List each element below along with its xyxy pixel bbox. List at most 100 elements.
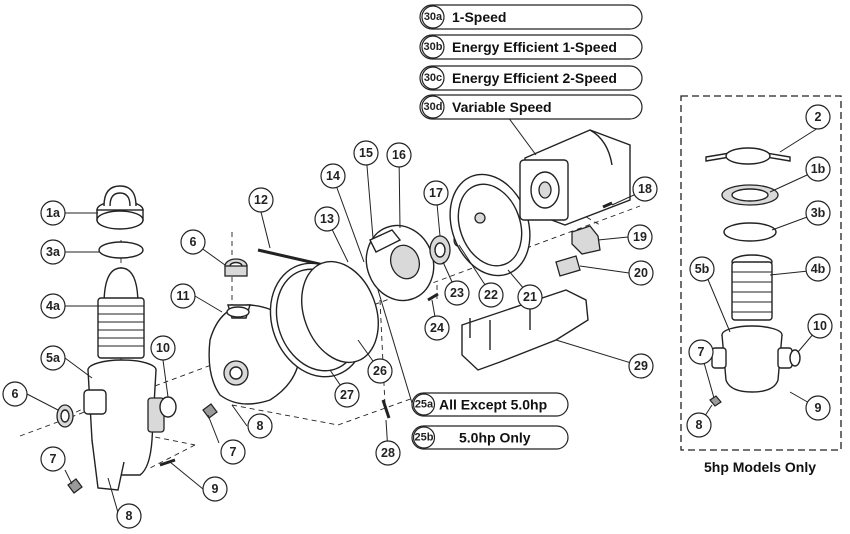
- callout-6-mid-text: 6: [190, 235, 197, 249]
- callout-4b: 4b: [805, 256, 831, 282]
- callout-1a: 1a: [40, 200, 66, 226]
- callout-27-text: 27: [340, 388, 354, 402]
- callout-4a-text: 4a: [46, 299, 61, 313]
- callout-26: 26: [367, 358, 393, 384]
- inset-5hp-models: 2 1b 3b 4b 5b 10 7 9 8 5hp Models Only: [680, 95, 842, 475]
- callout-3b: 3b: [805, 200, 831, 226]
- callout-5b-text: 5b: [695, 262, 710, 276]
- callout-7-left: 7: [40, 446, 66, 472]
- callout-14-text: 14: [326, 169, 340, 183]
- callout-4a: 4a: [40, 293, 66, 319]
- pump-body-11: [208, 304, 301, 405]
- callout-8-mid-text: 8: [257, 419, 264, 433]
- strainer-basket-4a: [97, 267, 145, 359]
- callout-12: 12: [248, 187, 274, 213]
- callout-1b-text: 1b: [811, 162, 826, 176]
- callout-5a: 5a: [40, 345, 66, 371]
- pill-25b-label: 5.0hp Only: [459, 430, 531, 446]
- callout-3a: 3a: [40, 239, 66, 265]
- callout-9-left-text: 9: [212, 482, 219, 496]
- callout-10-left: 10: [150, 335, 176, 361]
- callout-13-text: 13: [320, 212, 334, 226]
- pill-30d-code: 30d: [424, 101, 443, 113]
- diffuser-16: [365, 224, 435, 302]
- callout-28-text: 28: [381, 446, 395, 460]
- callout-15-text: 15: [359, 146, 373, 160]
- callout-21: 21: [517, 284, 543, 310]
- seal-plate-21: [449, 173, 531, 277]
- callout-10-left-text: 10: [156, 341, 170, 355]
- pill-30a-code: 30a: [424, 11, 443, 23]
- motor-30: [519, 129, 631, 226]
- callout-8-left: 8: [116, 503, 142, 529]
- callout-7-left-text: 7: [50, 452, 57, 466]
- strainer-housing-5a: [83, 359, 165, 491]
- pill-30b: 30b Energy Efficient 1-Speed: [419, 34, 643, 60]
- callout-14: 14: [320, 163, 346, 189]
- pill-30c: 30c Energy Efficient 2-Speed: [419, 65, 643, 91]
- inset-dashed-border: [680, 95, 842, 451]
- pill-25a-code: 25a: [415, 399, 434, 411]
- cover-o-ring-3a: [98, 241, 144, 259]
- callout-10-inset-text: 10: [813, 319, 827, 333]
- foot-20: [555, 255, 581, 277]
- callout-8-left-text: 8: [126, 509, 133, 523]
- callout-3b-text: 3b: [811, 206, 826, 220]
- callout-18: 18: [632, 176, 658, 202]
- callout-20: 20: [628, 260, 654, 286]
- callout-7-mid: 7: [220, 439, 246, 465]
- callout-4b-text: 4b: [811, 262, 826, 276]
- callout-5b: 5b: [689, 256, 715, 282]
- strainer-cover-1a: [96, 185, 144, 230]
- callout-1a-text: 1a: [46, 206, 61, 220]
- callout-8-inset-text: 8: [696, 418, 703, 432]
- callout-9-inset-text: 9: [815, 401, 822, 415]
- seal-plate-gasket-26: [301, 260, 379, 364]
- callout-16-text: 16: [392, 148, 406, 162]
- callout-23: 23: [444, 280, 470, 306]
- o-ring-10-left: [159, 396, 177, 418]
- drain-plug-7-mid: [202, 403, 218, 419]
- callout-29: 29: [628, 353, 654, 379]
- pill-25b-code: 25b: [415, 432, 434, 444]
- callout-17-text: 17: [429, 186, 443, 200]
- callout-19: 19: [627, 224, 653, 250]
- pill-30a: 30a 1-Speed: [419, 4, 643, 30]
- callout-1b: 1b: [805, 156, 831, 182]
- pill-30a-label: 1-Speed: [452, 9, 506, 25]
- callout-20-text: 20: [634, 266, 648, 280]
- foot-19: [571, 225, 601, 255]
- screw-24: [427, 292, 439, 302]
- motor-bolt-18: [602, 201, 613, 209]
- fitting-6-mid: [224, 258, 248, 277]
- callout-2: 2: [805, 104, 831, 130]
- callout-17: 17: [423, 180, 449, 206]
- pill-25a-label: All Except 5.0hp: [439, 397, 547, 413]
- callout-7-inset-text: 7: [698, 345, 705, 359]
- callout-7-mid-text: 7: [230, 445, 237, 459]
- pill-30d: 30d Variable Speed: [419, 94, 643, 120]
- callout-24: 24: [424, 315, 450, 341]
- callout-28: 28: [375, 440, 401, 466]
- screw-9-left: [159, 458, 176, 467]
- callout-22: 22: [478, 282, 504, 308]
- callout-6-mid: 6: [180, 229, 206, 255]
- callout-15: 15: [353, 140, 379, 166]
- inset-caption: 5hp Models Only: [704, 459, 816, 475]
- callout-7-inset: 7: [688, 339, 714, 365]
- screw-28: [381, 399, 391, 419]
- callout-10-inset: 10: [807, 313, 833, 339]
- callout-6-left: 6: [2, 381, 28, 407]
- callout-27: 27: [334, 382, 360, 408]
- callout-8-inset: 8: [686, 412, 712, 438]
- callout-16: 16: [386, 142, 412, 168]
- callout-11: 11: [170, 283, 196, 309]
- callout-23-text: 23: [450, 286, 464, 300]
- pill-30b-label: Energy Efficient 1-Speed: [452, 39, 617, 55]
- callout-5a-text: 5a: [46, 351, 61, 365]
- callout-11-text: 11: [176, 289, 189, 303]
- callout-22-text: 22: [484, 288, 498, 302]
- callout-3a-text: 3a: [46, 245, 61, 259]
- callout-9-inset: 9: [805, 395, 831, 421]
